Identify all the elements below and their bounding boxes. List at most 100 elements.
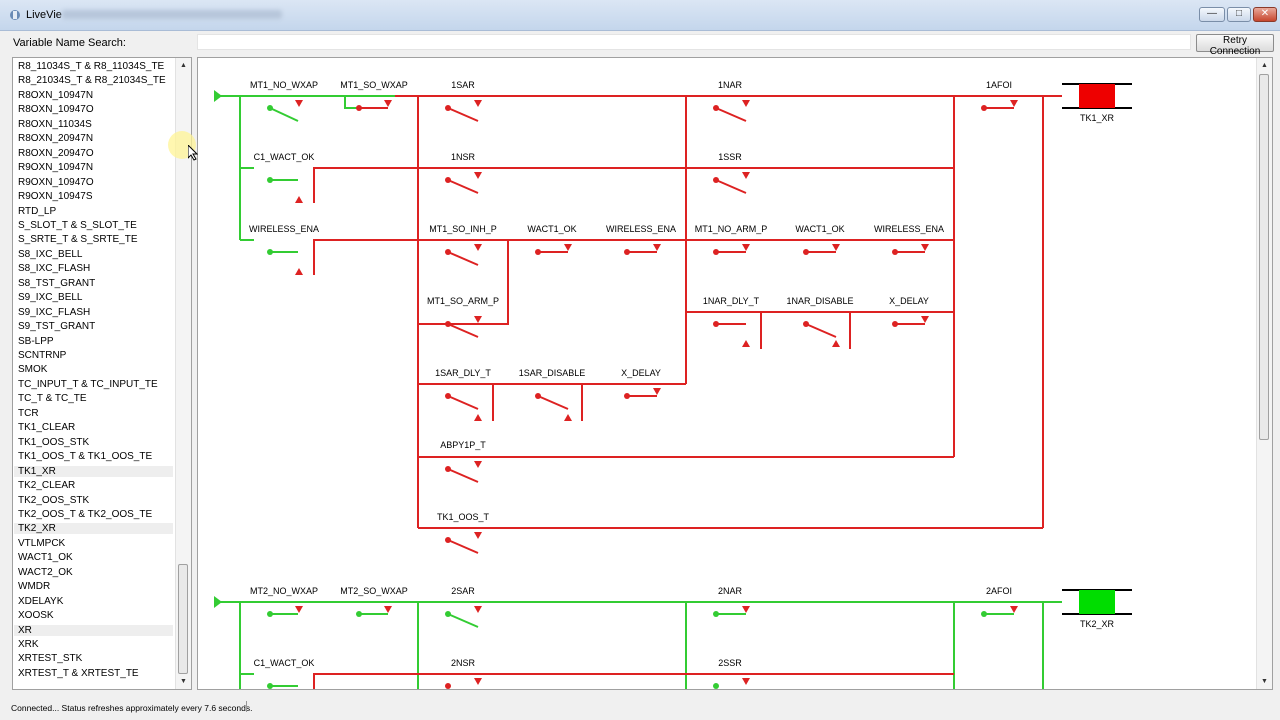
variable-list-item[interactable]: R9OXN_10947N <box>18 162 94 174</box>
variable-list-item[interactable]: XDELAYK <box>18 595 64 607</box>
diagram-scroll-up-icon[interactable]: ▲ <box>1261 62 1268 69</box>
contact-label: WIRELESS_ENA <box>874 224 944 234</box>
variable-list-item[interactable]: WACT1_OK <box>18 552 73 564</box>
variable-list-item[interactable]: TK1_OOS_T & TK1_OOS_TE <box>18 451 153 463</box>
contact-label: C1_WACT_OK <box>254 152 315 162</box>
wire <box>805 323 837 338</box>
diagram-scroll-thumb[interactable] <box>1259 74 1269 440</box>
variable-list-item[interactable]: R8_21034S_T & R8_21034S_TE <box>18 75 166 87</box>
variable-list-scrollbar[interactable]: ▲ ▼ <box>175 58 191 689</box>
contact-label: 1NSR <box>451 152 476 162</box>
contact-arrow-icon <box>295 196 303 203</box>
contact-label: WIRELESS_ENA <box>249 224 319 234</box>
contact-label: WACT1_OK <box>527 224 576 234</box>
contact-arrow-icon <box>742 606 750 613</box>
variable-list-item[interactable]: TK2_OOS_T & TK2_OOS_TE <box>18 508 153 520</box>
variable-list-item[interactable]: S_SLOT_T & S_SLOT_TE <box>18 219 137 231</box>
variable-list-item[interactable]: S9_IXC_BELL <box>18 292 83 304</box>
variable-list-item[interactable]: TK2_CLEAR <box>18 480 76 492</box>
wire <box>447 107 479 122</box>
wire <box>715 179 747 194</box>
variable-list-item[interactable]: SMOK <box>18 364 48 376</box>
maximize-button[interactable]: □ <box>1227 7 1251 22</box>
wire <box>447 179 479 194</box>
close-button[interactable]: ✕ <box>1253 7 1277 22</box>
variable-list-item[interactable]: XOOSK <box>18 610 54 622</box>
variable-list-item[interactable]: SCNTRNP <box>18 350 67 361</box>
contact-arrow-icon <box>742 172 750 179</box>
contact-arrow-icon <box>742 244 750 251</box>
variable-list-item[interactable]: R9OXN_10947S <box>18 191 93 203</box>
contact-arrow-icon <box>295 268 303 275</box>
title-bar: LiveVie — □ ✕ <box>0 0 1280 31</box>
variable-list-item[interactable]: R8OXN_11034S <box>18 118 92 130</box>
contact-label: MT2_SO_WXAP <box>340 586 408 596</box>
variable-list-item[interactable]: R8_11034S_T & R8_11034S_TE <box>18 61 165 72</box>
variable-list-item[interactable]: SB-LPP <box>18 335 54 347</box>
variable-search-input[interactable] <box>197 34 1191 50</box>
variable-list-item[interactable]: S8_IXC_FLASH <box>18 263 91 275</box>
wire <box>447 468 479 483</box>
variable-list-item[interactable]: WACT2_OK <box>18 566 73 578</box>
contact-arrow-icon <box>474 172 482 179</box>
coil-label: TK1_XR <box>1080 113 1115 123</box>
wire <box>313 239 954 275</box>
mouse-cursor-icon <box>188 145 198 161</box>
minimize-icon: — <box>1207 8 1217 19</box>
contact-label: 1NAR <box>718 80 743 90</box>
variable-list-item[interactable]: TC_INPUT_T & TC_INPUT_TE <box>18 378 158 390</box>
variable-list[interactable]: R8_11034S_T & R8_11034S_TE R8_21034S_T & … <box>12 57 192 690</box>
variable-list-item[interactable]: TK1_CLEAR <box>18 422 76 434</box>
variable-list-item[interactable]: WMDR <box>18 581 51 593</box>
wire <box>447 539 479 554</box>
contact-arrow-icon <box>1010 100 1018 107</box>
variable-list-item[interactable]: R8OXN_20947N <box>18 133 94 145</box>
variable-list-item[interactable]: XRTEST_STK <box>18 653 83 665</box>
variable-list-item[interactable]: TCR <box>18 407 39 419</box>
variable-list-item[interactable]: TK2_OOS_STK <box>18 494 90 506</box>
variable-list-item[interactable]: XR <box>14 624 173 636</box>
scroll-thumb[interactable] <box>178 564 188 674</box>
variable-list-item[interactable]: S8_TST_GRANT <box>18 277 96 289</box>
status-separator <box>246 701 247 712</box>
variable-list-item[interactable]: S9_IXC_FLASH <box>18 306 91 318</box>
variable-list-item[interactable]: RTD_LP <box>18 205 57 217</box>
wire <box>447 323 479 338</box>
variable-list-item[interactable]: S_SRTE_T & S_SRTE_TE <box>18 234 138 246</box>
coil-tk2-xr <box>1079 590 1115 614</box>
wire <box>313 673 418 689</box>
variable-list-item[interactable]: VTLMPCK <box>18 537 66 549</box>
variable-list-item[interactable]: R8OXN_10947O <box>18 104 94 116</box>
contact-label: MT1_SO_ARM_P <box>427 296 499 306</box>
contact-arrow-icon <box>742 100 750 107</box>
minimize-button[interactable]: — <box>1199 7 1225 22</box>
contact-label: 2AFOI <box>986 586 1012 596</box>
variable-list-item[interactable]: TK2_XR <box>14 523 173 535</box>
variable-list-item[interactable]: R9OXN_10947O <box>18 176 94 188</box>
variable-list-item[interactable]: R8OXN_10947N <box>18 89 94 101</box>
variable-list-item[interactable]: TC_T & TC_TE <box>18 393 87 405</box>
title-redacted <box>62 10 282 19</box>
variable-list-item[interactable]: TK1_XR <box>14 465 173 477</box>
contact-label: TK1_OOS_T <box>437 512 490 522</box>
variable-list-item[interactable]: XRTEST_T & XRTEST_TE <box>18 667 139 679</box>
variable-list-item[interactable]: S9_TST_GRANT <box>18 321 96 333</box>
variable-list-item[interactable]: R8OXN_20947O <box>18 147 94 159</box>
scroll-down-icon[interactable]: ▼ <box>180 678 187 685</box>
contact-label: 1SAR_DISABLE <box>519 368 586 378</box>
variable-list-item[interactable]: S8_IXC_BELL <box>18 248 83 260</box>
variable-list-item[interactable]: XRK <box>18 639 39 650</box>
contact-arrow-icon <box>832 340 840 347</box>
wire <box>344 96 359 109</box>
contact-label: 1SAR <box>451 80 475 90</box>
diagram-scrollbar[interactable]: ▲ ▼ <box>1256 58 1272 689</box>
scroll-up-icon[interactable]: ▲ <box>180 62 187 69</box>
variable-list-item[interactable]: TK1_OOS_STK <box>18 436 90 448</box>
contact-arrow-icon <box>832 244 840 251</box>
retry-connection-button[interactable]: Retry Connection <box>1196 34 1274 57</box>
contact-label: ABPY1P_T <box>440 440 486 450</box>
diagram-scroll-down-icon[interactable]: ▼ <box>1261 678 1268 685</box>
contact-label: X_DELAY <box>889 296 929 306</box>
